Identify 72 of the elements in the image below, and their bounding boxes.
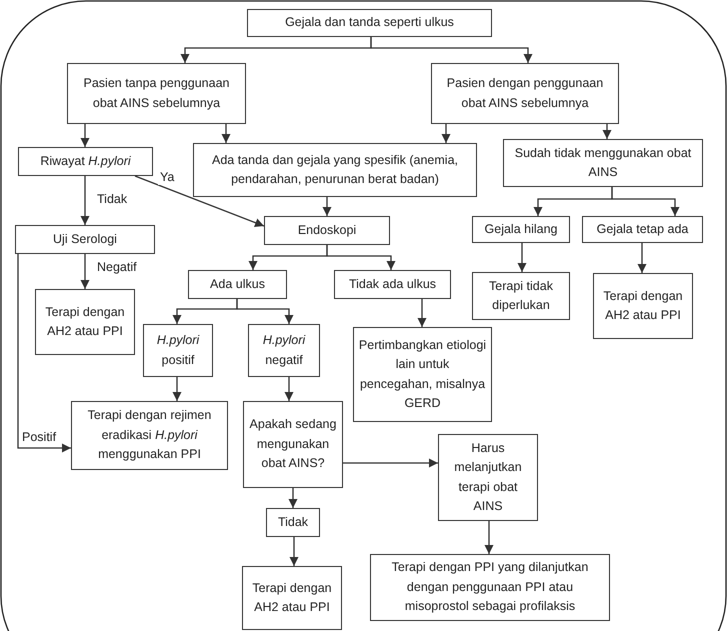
process-box <box>143 324 213 377</box>
arrow <box>236 299 294 324</box>
arrow <box>326 245 396 270</box>
arrow <box>418 299 426 327</box>
process-box <box>334 270 451 299</box>
arrow <box>80 124 90 147</box>
box-text: Gejala tetap ada <box>596 220 688 238</box>
box-text: Tidak <box>278 514 308 531</box>
box-text: Uji Serologi <box>53 230 117 248</box>
box-text: Riwayat H.pylori <box>40 152 131 170</box>
box-text: H.pylori negatif <box>262 332 306 369</box>
process-box <box>431 63 619 124</box>
arrow <box>222 124 230 143</box>
arrow <box>343 458 438 468</box>
box-text: Pasien dengan penggunaan obat AINS sebelumnya <box>446 75 604 112</box>
process-box <box>264 216 390 245</box>
process-box <box>247 9 492 37</box>
box-text: Terapi dengan AH2 atau PPI <box>44 304 126 340</box>
process-box <box>67 63 246 124</box>
arrow <box>290 537 298 566</box>
process-box <box>18 147 153 176</box>
arrow <box>172 377 182 401</box>
arrow <box>17 254 71 452</box>
process-box <box>193 143 477 197</box>
arrow <box>638 243 646 273</box>
process-box <box>593 273 693 339</box>
arrow <box>370 37 532 63</box>
box-text: Ada tanda dan gejala yang spesifik (anemia, pendarahan, penurunan berat badan) <box>211 152 459 188</box>
process-box <box>188 270 287 299</box>
box-text: Sudah tidak menggunakan obat AINS <box>514 144 692 181</box>
process-box <box>370 554 610 621</box>
arrow <box>611 187 680 216</box>
edge-label: Negatif <box>95 260 139 275</box>
edge-label: Ya <box>158 170 176 185</box>
arrow <box>134 175 264 227</box>
process-box <box>35 289 135 355</box>
box-text: Terapi dengan AH2 atau PPI <box>251 580 333 616</box>
box-text: H.pylori positif <box>156 332 200 369</box>
box-text: Pasien tanpa penggunaan obat AINS sebelumnya <box>82 75 230 112</box>
arrow <box>484 521 494 554</box>
process-box <box>503 139 703 187</box>
process-box <box>582 216 703 243</box>
box-text: Tidak ada ulkus <box>348 276 436 293</box>
box-text: Endoskopi <box>298 222 356 239</box>
arrow <box>80 176 90 225</box>
process-box <box>15 225 155 254</box>
process-box <box>266 508 320 537</box>
box-text: Terapi tidak diperlukan <box>488 278 554 314</box>
arrow <box>288 488 298 508</box>
process-box <box>472 216 570 243</box>
box-text: Pertimbangkan etiologi lain untuk pencegahan, misalnya GERD <box>358 336 487 412</box>
process-box <box>248 324 320 377</box>
arrow <box>80 254 90 289</box>
process-box <box>243 401 343 488</box>
process-box <box>472 272 570 320</box>
box-text: Harus melanjutkan terapi obat AINS <box>453 440 523 515</box>
process-box <box>353 327 492 422</box>
box-text: Gejala dan tanda seperti ulkus <box>285 14 454 32</box>
box-text: Gejala hilang <box>484 220 558 238</box>
arrow <box>602 124 612 139</box>
arrow <box>518 243 526 272</box>
arrow <box>322 197 332 216</box>
box-text: Terapi dengan AH2 atau PPI <box>602 288 684 324</box>
process-box <box>438 434 538 521</box>
box-text: Terapi dengan rejimen eradikasi H.pylori menggunakan PPI <box>86 407 212 464</box>
arrow <box>442 124 450 143</box>
box-text: Terapi dengan PPI yang dilanjutkan dengan penggunaan PPI atau misoprostol sebagai profilaksis <box>390 559 590 616</box>
box-text: Apakah sedang mengunakan obat AINS? <box>248 416 338 472</box>
process-box <box>242 566 342 630</box>
box-text: Ada ulkus <box>210 276 265 293</box>
arrow <box>284 377 294 401</box>
process-box <box>71 401 228 470</box>
